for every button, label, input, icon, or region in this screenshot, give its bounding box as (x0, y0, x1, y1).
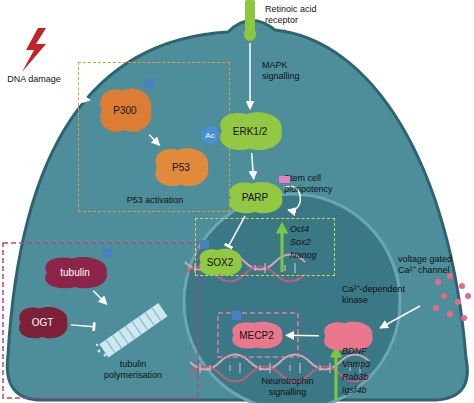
modification-label: Ac (201, 130, 219, 141)
receptor-shape (243, 0, 257, 42)
connector (286, 335, 319, 337)
gene-name: BDNF (342, 346, 392, 357)
protein-blob: P53 (151, 146, 211, 188)
protein-blob: SOX2 (196, 247, 244, 277)
node-label: SOX2 (196, 247, 244, 277)
connector (229, 216, 245, 246)
connector (252, 153, 254, 179)
group-bracket (3, 243, 198, 398)
node-label: Stem cell pluripotency (284, 173, 344, 195)
tags (103, 79, 290, 320)
up-arrow (281, 224, 284, 272)
calcium-arrow (380, 306, 420, 328)
protein-blob: OGT (15, 305, 70, 340)
cell-body (7, 20, 467, 400)
protein-blob: PARP (225, 180, 285, 215)
microtubule-shape (95, 305, 170, 355)
gene-name: Rab3b (342, 372, 392, 383)
node-label: P300 (96, 86, 154, 134)
group-bracket (218, 313, 298, 357)
calcium-ions (433, 273, 471, 321)
connector (149, 135, 159, 146)
connector-label: MAPK signalling (262, 60, 314, 82)
gene-name: Oct4 (290, 224, 330, 235)
gene-name: Sox2 (290, 237, 330, 248)
acetyl-group (201, 126, 219, 144)
pathway-label: Neurotrophin signalling (245, 376, 330, 398)
node-label: P53 activation (79, 195, 231, 206)
damage-arrow (50, 94, 90, 100)
node-label: Ca²⁺-dependent kinase (342, 284, 422, 306)
connector (93, 291, 107, 305)
gene-name: Vamp3 (342, 359, 392, 370)
gene-name: Igsf4b (342, 385, 392, 396)
node-label: PARP (225, 180, 285, 215)
microtubule: tubulin polymerisation (95, 305, 170, 355)
node-label: OGT (15, 305, 70, 340)
node-label: Retinoic acid receptor (265, 4, 337, 26)
gene-name: Nanog (290, 250, 330, 261)
lightning-bolt (22, 28, 46, 72)
receptor: Retinoic acid receptor (243, 0, 257, 42)
channel-label: voltage gated Ca²⁺ channel (398, 254, 470, 276)
node-label: tubulin (40, 255, 110, 290)
protein-blob: tubulin (40, 255, 110, 290)
up-arrow (335, 348, 338, 400)
node-label: P53 (151, 146, 211, 188)
stimulus-label: DNA damage (4, 74, 64, 85)
protein-blob: ERK1/2 (215, 110, 285, 152)
connector (71, 325, 94, 327)
connector (249, 43, 251, 109)
protein-blob: MECP2 (228, 320, 285, 350)
protein-blob: P300 (96, 86, 154, 134)
node-label: MECP2 (228, 320, 285, 350)
node-label: ERK1/2 (215, 110, 285, 152)
group-box: Stem cell pluripotencySOX2 (195, 218, 335, 276)
node-label: tubulin polymerisation (97, 359, 169, 381)
